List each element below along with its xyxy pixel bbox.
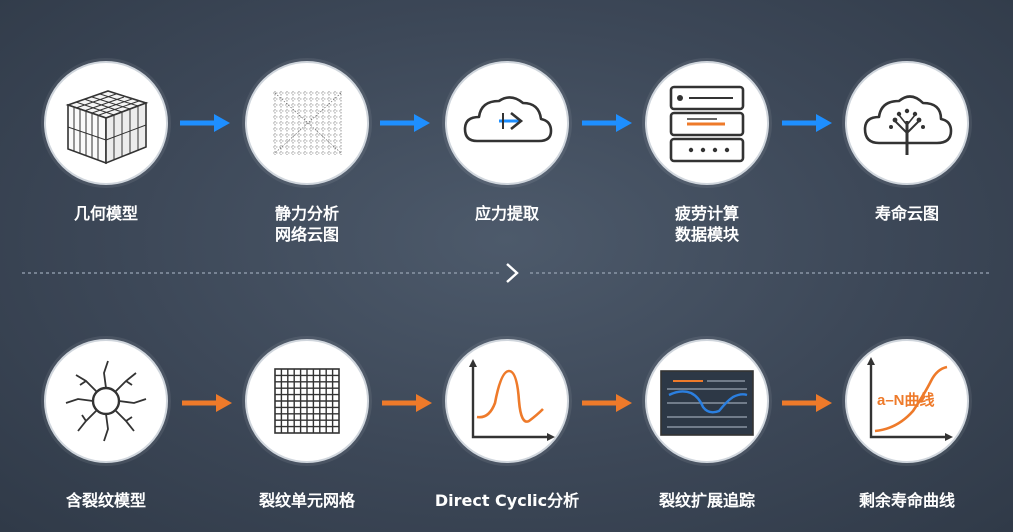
server-module-icon: [669, 85, 745, 163]
flow-arrow-blue: [180, 114, 230, 132]
step-circle-fatigue-module: [645, 61, 769, 185]
a-n-curve-icon: a–N曲线: [867, 357, 953, 441]
crack-tracking-chart-icon: [660, 370, 754, 436]
flow-arrow-blue: [782, 114, 832, 132]
flow-arrow-orange: [182, 394, 232, 412]
cloud-extract-icon: [463, 96, 553, 143]
step-circle-crack-model: [44, 339, 168, 463]
step-circle-geometry-model: [44, 61, 168, 185]
step-circle-life-cloud: [845, 61, 969, 185]
step-label-crack-element-mesh: 裂纹单元网格: [258, 491, 355, 510]
step-label-crack-model: 含裂纹模型: [65, 491, 146, 510]
step-circle-static-analysis: [245, 61, 369, 185]
row-divider: [22, 272, 990, 274]
step-circle-direct-cyclic: [445, 339, 569, 463]
chevron-right-icon: [506, 263, 519, 283]
flow-arrow-blue: [582, 114, 632, 132]
mesh-cloud-icon: [273, 91, 342, 155]
step-label-static-analysis: 静力分析 网络云图: [274, 204, 339, 244]
step-label-stress-extract: 应力提取: [474, 204, 539, 223]
flow-arrow-blue: [380, 114, 430, 132]
tree-cloud-icon: [863, 95, 953, 155]
cyclic-wave-icon: [469, 359, 555, 441]
grid-block-icon: [65, 90, 149, 165]
a-n-curve-text: a–N曲线: [877, 391, 935, 409]
flow-arrow-orange: [582, 394, 632, 412]
step-label-geometry-model: 几何模型: [73, 204, 138, 223]
flow-arrow-orange: [782, 394, 832, 412]
step-label-direct-cyclic: Direct Cyclic分析: [434, 491, 580, 510]
step-label-remaining-life: 剩余寿命曲线: [858, 491, 955, 510]
flow-arrow-orange: [382, 394, 432, 412]
step-circle-crack-element-mesh: [245, 339, 369, 463]
step-label-life-cloud: 寿命云图: [874, 204, 939, 223]
element-grid-icon: [274, 368, 340, 434]
step-circle-crack-tracking: [645, 339, 769, 463]
step-circle-remaining-life: a–N曲线: [845, 339, 969, 463]
step-label-fatigue-module: 疲劳计算 数据模块: [674, 204, 739, 244]
step-label-crack-tracking: 裂纹扩展追踪: [658, 491, 755, 510]
crack-model-icon: [65, 360, 147, 442]
step-circle-stress-extract: [445, 61, 569, 185]
